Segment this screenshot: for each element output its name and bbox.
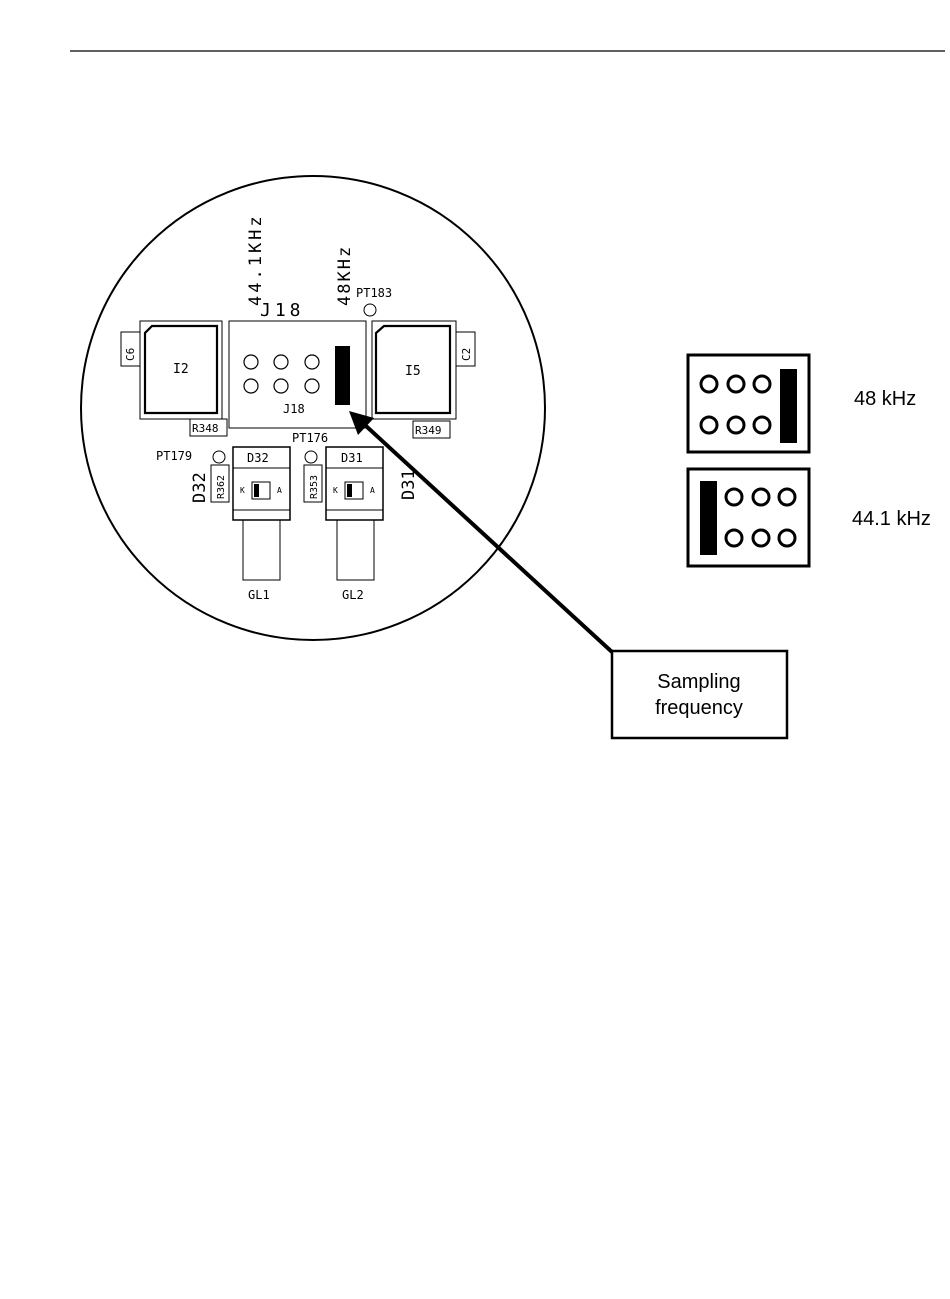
pt176-label: PT176 <box>292 431 328 445</box>
pt179-test-point <box>213 451 225 463</box>
legend-48khz: 48 kHz <box>688 355 916 452</box>
led-gl2-label: GL2 <box>342 588 364 602</box>
jumper-pin <box>274 379 288 393</box>
callout-arrow <box>349 411 612 652</box>
led-gl1 <box>243 520 280 580</box>
led-gl2 <box>337 520 374 580</box>
legend-pin <box>753 489 769 505</box>
diode-d32-cathode-mark <box>254 484 259 497</box>
legend-pin <box>728 376 744 392</box>
jumper-pin <box>244 355 258 369</box>
callout-box: Sampling frequency <box>612 651 787 738</box>
diode-d31-pin-a: A <box>370 486 375 495</box>
diode-d32-pin-a: A <box>277 486 282 495</box>
jumper-j18-pins <box>244 355 319 393</box>
jumper-j18-shunt <box>335 346 350 405</box>
jumper-pin <box>305 379 319 393</box>
cap-c6-label: C6 <box>124 348 137 361</box>
legend-pin <box>701 376 717 392</box>
legend-44-1khz-pins <box>726 489 795 546</box>
legend-pin <box>779 530 795 546</box>
diode-d32-label: D32 <box>247 451 269 465</box>
pt176-test-point <box>305 451 317 463</box>
legend-48khz-label: 48 kHz <box>854 388 916 410</box>
callout-line-2: frequency <box>655 697 743 719</box>
callout-box-frame <box>612 651 787 738</box>
jumper-pin <box>305 355 319 369</box>
pt183-label: PT183 <box>356 286 392 300</box>
legend-pin <box>726 530 742 546</box>
resistor-r348-label: R348 <box>192 422 219 435</box>
diode-d32: D32 K A GL1 <box>233 447 290 602</box>
board-detail: 44.1KHz 48KHz J18 PT183 J18 I2 C6 R348 I… <box>81 176 545 640</box>
jumper-j18-label: J18 <box>260 300 305 321</box>
legend-pin <box>701 417 717 433</box>
freq-label-48: 48KHz <box>335 245 355 306</box>
legend-48khz-pins <box>701 376 770 433</box>
resistor-r349-label: R349 <box>415 424 442 437</box>
diode-d31-cathode-mark <box>347 484 352 497</box>
pt179-label: PT179 <box>156 449 192 463</box>
legend-44-1khz: 44.1 kHz <box>688 469 931 566</box>
chip-i5-label: I5 <box>405 364 421 379</box>
legend-pin <box>728 417 744 433</box>
diode-d32-big-label: D32 <box>190 472 210 503</box>
callout-line-1: Sampling <box>657 671 740 693</box>
freq-label-44-1: 44.1KHz <box>246 213 266 306</box>
legend-pin <box>754 417 770 433</box>
legend-pin <box>753 530 769 546</box>
legend-48khz-shunt <box>780 369 797 443</box>
diode-d31: D31 K A GL2 <box>326 447 383 602</box>
resistor-r353-label: R353 <box>309 475 320 499</box>
cap-c2-label: C2 <box>460 348 473 361</box>
legend-44-1khz-label: 44.1 kHz <box>852 508 931 530</box>
magnifier-circle <box>81 176 545 640</box>
legend-pin <box>754 376 770 392</box>
legend-pin <box>726 489 742 505</box>
diode-d31-pin-k: K <box>333 486 338 495</box>
diode-d32-pin-k: K <box>240 486 245 495</box>
pt183-test-point <box>364 304 376 316</box>
jumper-pin <box>244 379 258 393</box>
chip-i2-label: I2 <box>173 362 189 377</box>
jumper-pin <box>274 355 288 369</box>
jumper-j18-inner-label: J18 <box>283 402 305 416</box>
resistor-r362-label: R362 <box>216 475 227 499</box>
legend-44-1khz-shunt <box>700 481 717 555</box>
led-gl1-label: GL1 <box>248 588 270 602</box>
diode-d31-label: D31 <box>341 451 363 465</box>
legend-pin <box>779 489 795 505</box>
callout-arrow-shaft <box>366 426 612 652</box>
